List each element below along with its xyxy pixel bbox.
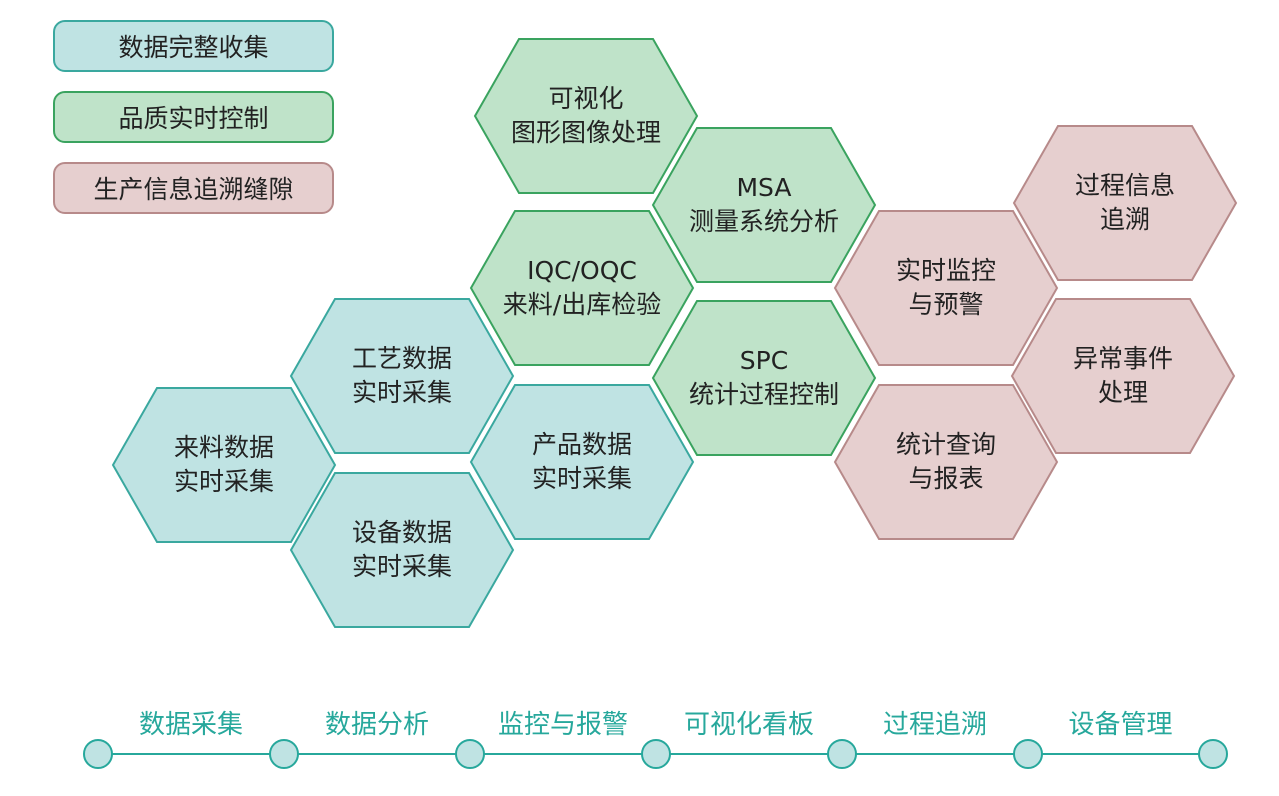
hexagon-label-line: 与报表 <box>908 464 984 493</box>
timeline-dot <box>641 739 671 769</box>
timeline-label: 数据分析 <box>324 710 430 740</box>
hexagon <box>469 384 695 540</box>
hexagon-label-line: 工艺数据 <box>351 344 452 373</box>
hexagon-label-line: 来料数据 <box>173 433 274 462</box>
legend-label: 品质实时控制 <box>118 104 269 133</box>
hexagon-label: IQC/OQC 来料/出库检验 <box>482 254 682 322</box>
hexagon-label: 来料数据实时采集 <box>124 431 324 499</box>
timeline-dot <box>1013 739 1043 769</box>
timeline-dot <box>827 739 857 769</box>
timeline-dot <box>1198 739 1228 769</box>
hexagon-label-line: 实时采集 <box>531 464 632 493</box>
hexagon-label-line: 过程信息 <box>1074 171 1175 200</box>
hexagon-label: 过程信息追溯 <box>1025 169 1225 237</box>
hexagon-label-line: 处理 <box>1097 378 1148 407</box>
legend-label: 数据完整收集 <box>118 33 269 62</box>
hexagon-label-line: 设备数据 <box>351 518 452 547</box>
hexagon <box>111 387 337 543</box>
hexagon-label: 工艺数据实时采集 <box>302 342 502 410</box>
timeline-dot <box>455 739 485 769</box>
hexagon-label: 统计查询与报表 <box>846 428 1046 496</box>
hexagon-label-line: 实时监控 <box>895 256 996 285</box>
legend-item-data-collection: 数据完整收集 <box>53 20 334 72</box>
timeline-label: 过程追溯 <box>882 710 988 740</box>
legend-item-traceability: 生产信息追溯缝隙 <box>53 162 334 214</box>
hexagon <box>473 38 699 194</box>
hexagon <box>833 384 1059 540</box>
hexagon-label: 实时监控与预警 <box>846 254 1046 322</box>
hexagon-label-line: 测量系统分析 <box>688 207 839 236</box>
timeline-dot <box>83 739 113 769</box>
hexagon-label-line: 统计过程控制 <box>688 380 839 409</box>
legend-item-quality-control: 品质实时控制 <box>53 91 334 143</box>
hexagon-label-line: 异常事件 <box>1072 344 1173 373</box>
hexagon <box>1010 298 1236 454</box>
timeline-label: 可视化看板 <box>683 710 815 740</box>
hexagon-label-line: 统计查询 <box>895 430 996 459</box>
hexagon-label: 产品数据实时采集 <box>482 428 682 496</box>
timeline-label: 数据采集 <box>138 710 244 740</box>
hexagon-label-line: 与预警 <box>908 290 984 319</box>
timeline-dot <box>269 739 299 769</box>
hexagon-diagram <box>111 38 1238 628</box>
hexagon-label-line: 可视化 <box>548 84 624 113</box>
legend-label: 生产信息追溯缝隙 <box>93 175 294 204</box>
timeline <box>83 739 1228 769</box>
hexagon-label: SPC 统计过程控制 <box>664 344 864 412</box>
hexagon-label-line: MSA <box>736 173 792 202</box>
hexagon <box>651 300 877 456</box>
hexagon <box>289 298 515 454</box>
timeline-label: 设备管理 <box>1068 710 1173 740</box>
hexagon-label-line: 追溯 <box>1099 205 1150 234</box>
hexagon-label-line: 实时采集 <box>351 552 452 581</box>
hexagon-label-line: SPC <box>739 346 789 375</box>
hexagon-label: MSA 测量系统分析 <box>664 171 864 239</box>
hexagon <box>1012 125 1238 281</box>
hexagon-label-line: 来料/出库检验 <box>502 290 662 319</box>
timeline-label: 监控与报警 <box>497 710 629 740</box>
hexagon-label-line: 实时采集 <box>173 467 274 496</box>
hexagon-label: 异常事件处理 <box>1023 342 1223 410</box>
hexagon-label-line: 图形图像处理 <box>510 118 661 147</box>
hexagon <box>651 127 877 283</box>
hexagon-label-line: IQC/OQC <box>527 256 637 285</box>
hexagon-label: 设备数据实时采集 <box>302 516 502 584</box>
hexagon <box>833 210 1059 366</box>
hexagon-label-line: 实时采集 <box>351 378 452 407</box>
hexagon <box>469 210 695 366</box>
hexagon-label: 可视化图形图像处理 <box>486 82 686 150</box>
hexagon <box>289 472 515 628</box>
hexagon-label-line: 产品数据 <box>531 430 632 459</box>
